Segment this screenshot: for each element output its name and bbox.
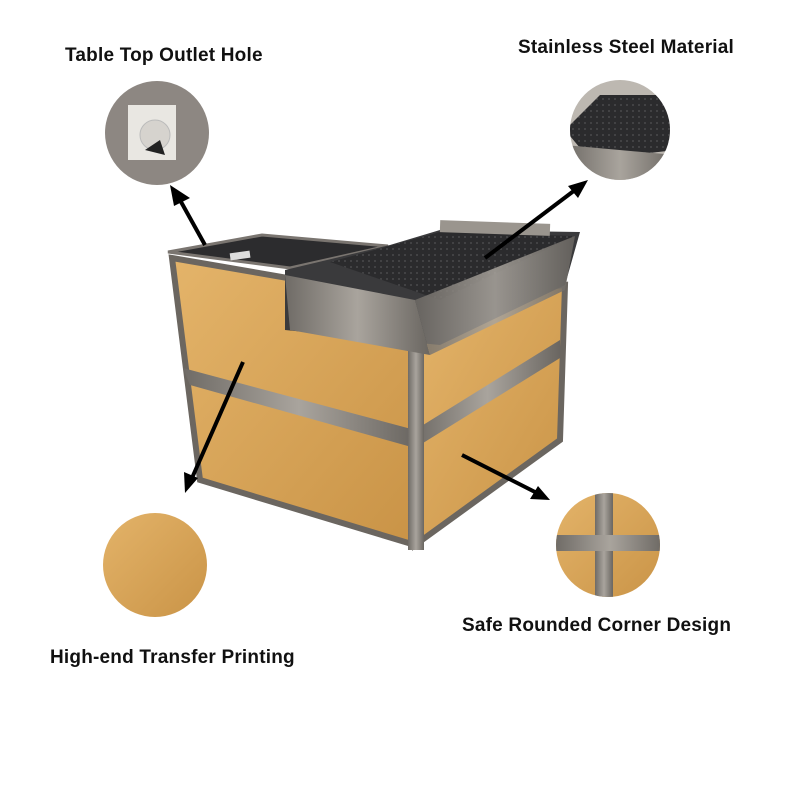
printing-label: High-end Transfer Printing: [50, 647, 295, 668]
arrows: [170, 180, 588, 500]
steel-detail-circle: [570, 80, 670, 180]
outlet-label: Table Top Outlet Hole: [65, 45, 263, 66]
corner-label: Safe Rounded Corner Design: [462, 615, 732, 636]
steel-label: Stainless Steel Material: [518, 37, 735, 58]
outlet-detail-circle: [105, 81, 209, 185]
corner-detail-circle: [556, 493, 660, 597]
wood-detail-circle: [103, 513, 207, 617]
checkout-counter: [167, 220, 580, 551]
